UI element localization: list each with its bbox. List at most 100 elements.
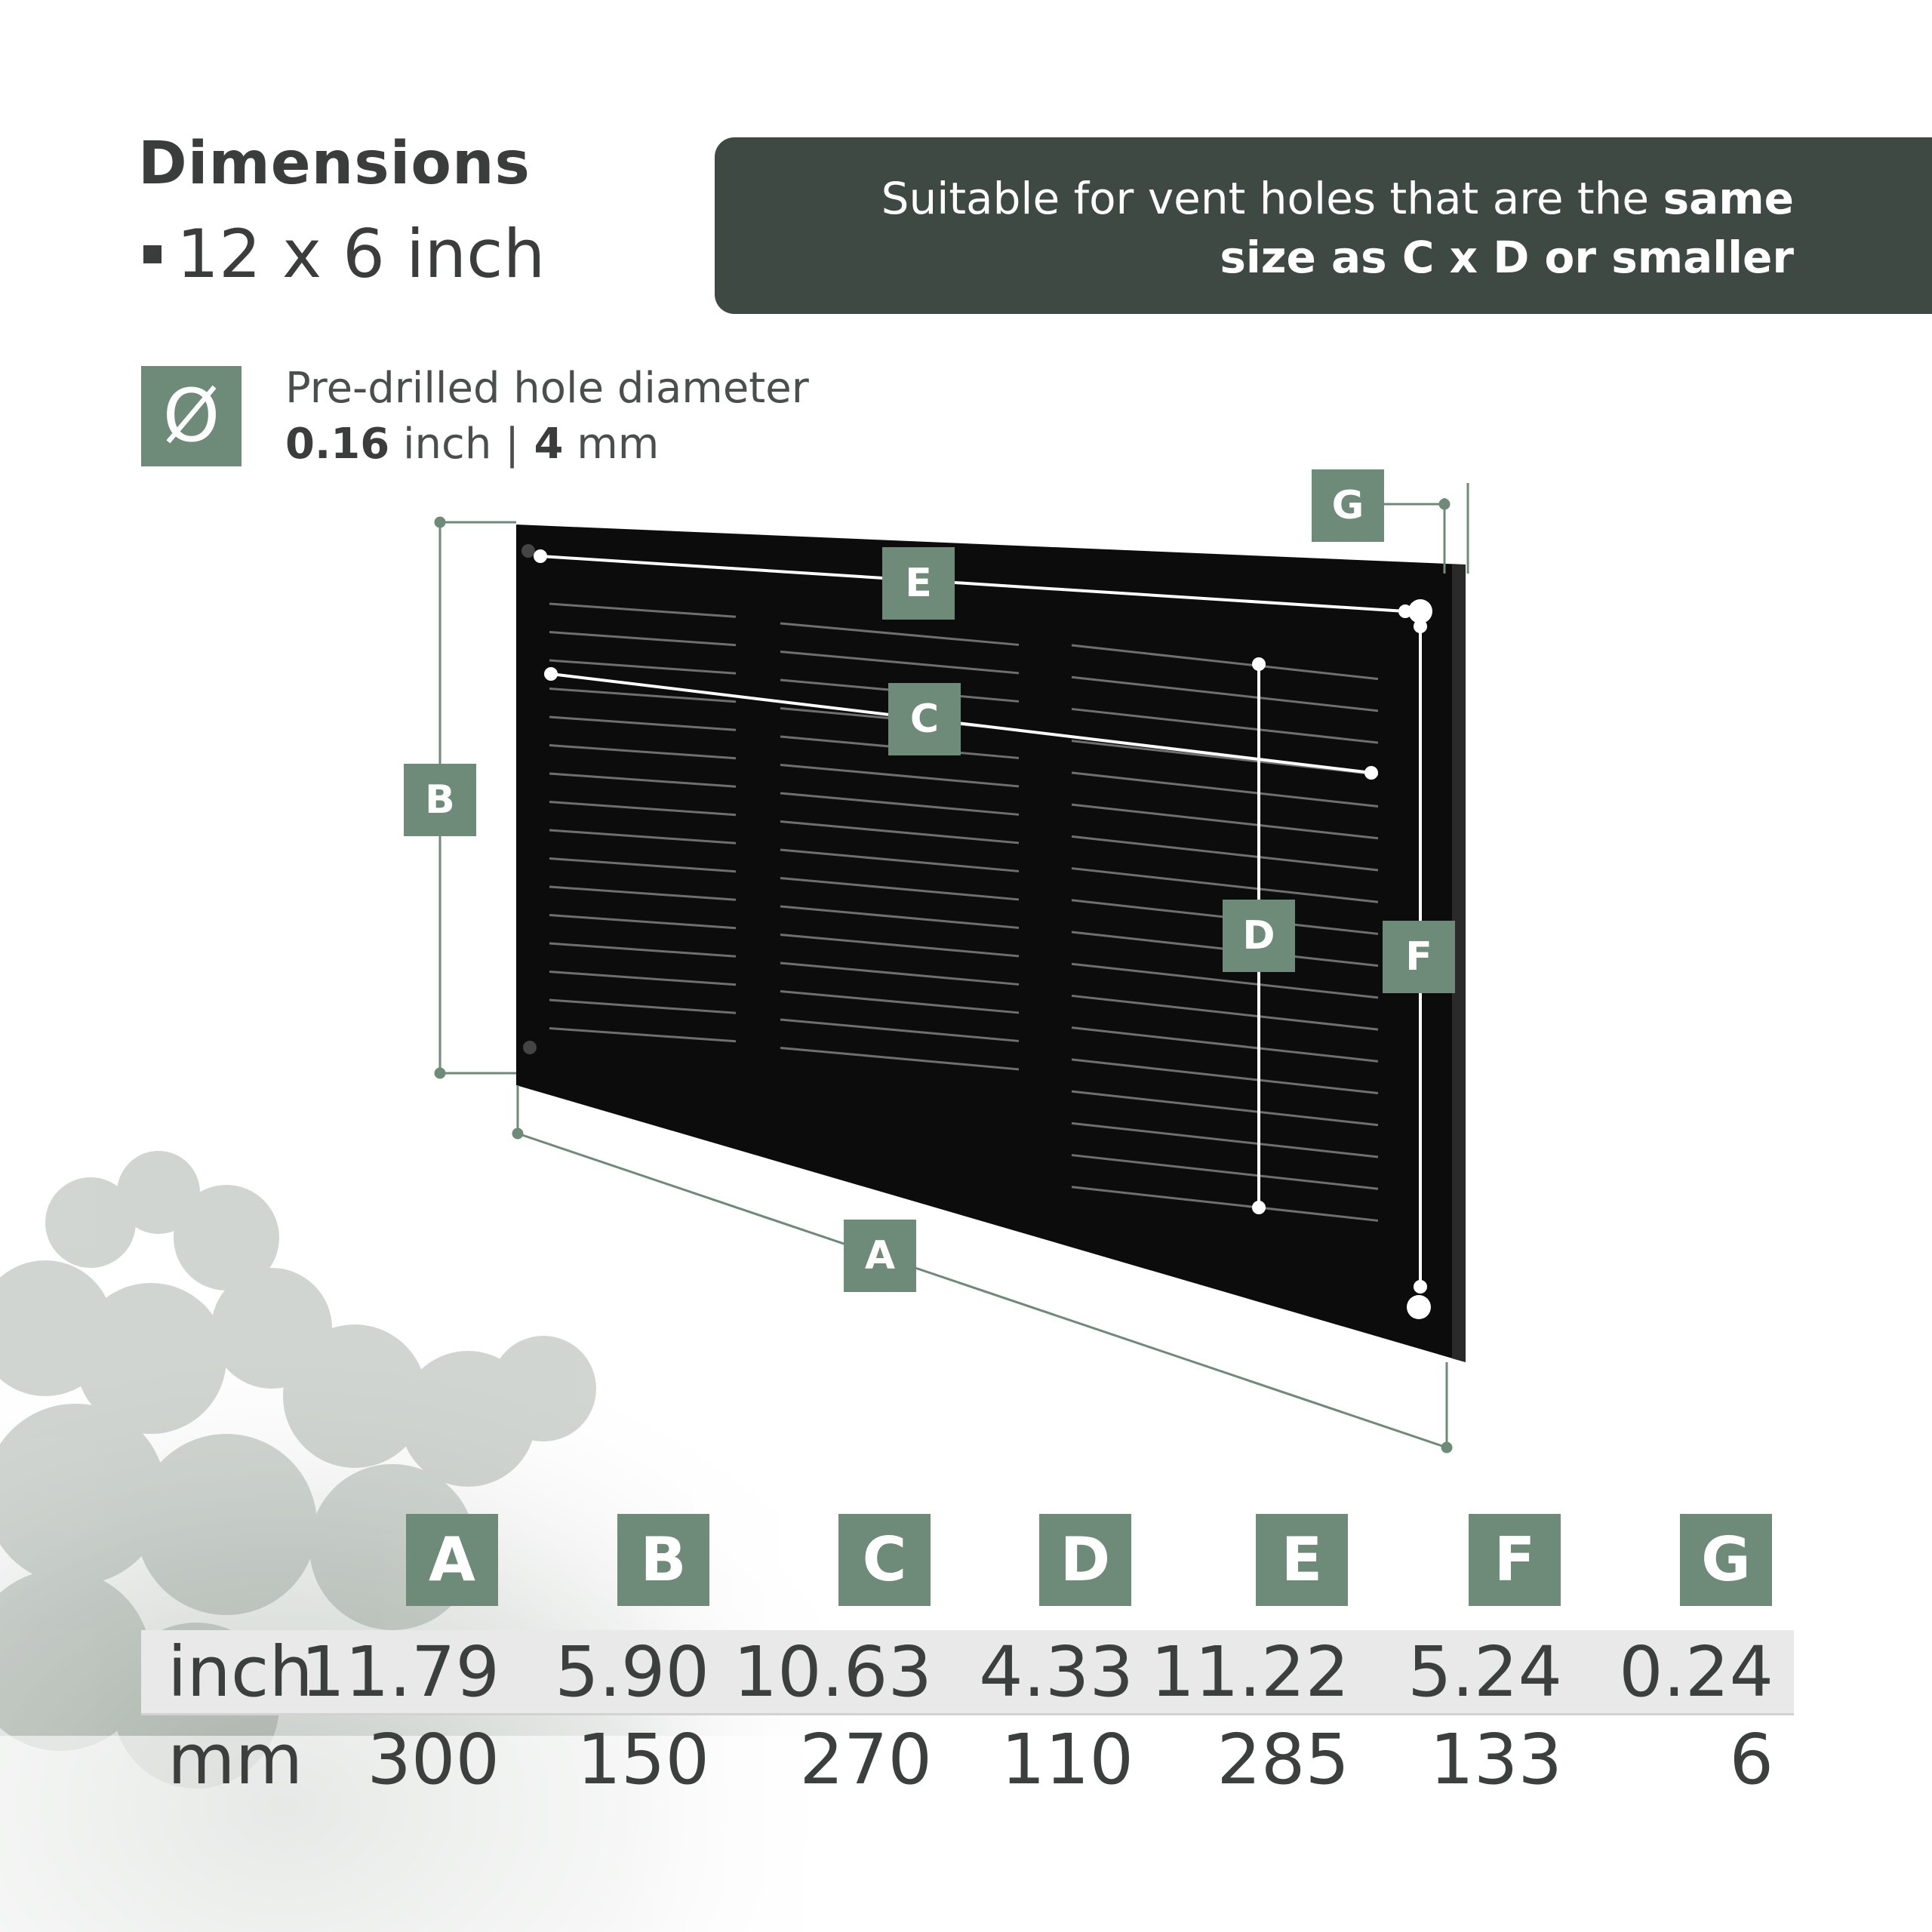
hole-mm-unit: mm [563, 420, 660, 469]
louver-slat [1071, 1121, 1379, 1158]
table-cell: 270 [799, 1719, 932, 1800]
bullet-icon [143, 245, 162, 263]
louver-slat [780, 905, 1020, 929]
dim-dot-d-top [1252, 657, 1266, 671]
dim-dot-b-top [434, 516, 446, 528]
dim-dot-a-left [512, 1128, 524, 1140]
label-f: F [1383, 921, 1455, 993]
louver-slat [780, 877, 1020, 901]
screw-hole-bottom-left [523, 1041, 537, 1054]
dim-dot-c-left [544, 667, 558, 681]
louver-slat [780, 848, 1020, 872]
louver-slat [549, 688, 737, 703]
vent-grille-body [516, 525, 1466, 1362]
louver-slat [549, 942, 737, 958]
louver-slat [1071, 867, 1379, 903]
table-header-a: A [406, 1514, 498, 1606]
page-title: Dimensions [138, 130, 531, 198]
label-b: B [404, 764, 476, 836]
louver-slat [1071, 707, 1379, 744]
louver-slat [549, 744, 737, 760]
table-cell: 5.90 [555, 1632, 709, 1712]
louver-slat [549, 998, 737, 1014]
dim-dot-e-left [534, 549, 547, 563]
dim-dot-b-bottom [434, 1067, 446, 1079]
dim-dot-a-right [1441, 1441, 1453, 1454]
dim-dot-d-bottom [1252, 1201, 1266, 1214]
dim-dot-c-right [1364, 766, 1378, 780]
size-spec: 12 x 6 inch [143, 215, 545, 293]
banner-text-bold: same size as C x D or smaller [1220, 173, 1794, 283]
table-cell: 150 [577, 1719, 709, 1800]
table-cell: 285 [1217, 1719, 1349, 1800]
louver-slat [549, 631, 737, 647]
louver-slat [549, 772, 737, 788]
dim-dot-f-bottom [1414, 1280, 1427, 1294]
louver-slat [780, 792, 1020, 816]
label-e: E [882, 547, 955, 620]
louver-slat [780, 820, 1020, 844]
table-header-b: B [617, 1514, 709, 1606]
louver-slat [1071, 835, 1379, 872]
table-header-c: C [838, 1514, 931, 1606]
label-g: G [1312, 469, 1384, 542]
dim-dot-g [1438, 498, 1451, 510]
louver-slat [1071, 675, 1379, 712]
table-cell: 0.24 [1619, 1632, 1774, 1712]
louver-slat [1071, 644, 1379, 681]
louver-slat [1071, 1154, 1379, 1190]
size-text: 12 x 6 inch [177, 215, 546, 293]
vent-grille-edge [1452, 565, 1466, 1362]
table-header-f: F [1469, 1514, 1561, 1606]
hole-inch-value: 0.16 [285, 420, 390, 469]
louver-slat [549, 971, 737, 986]
table-header-d: D [1039, 1514, 1131, 1606]
dim-line-c [550, 672, 1372, 774]
hole-diameter-info: Pre-drilled hole diameter 0.16 inch | 4 … [285, 361, 809, 472]
louver-slat [1071, 771, 1379, 808]
louver-slat [549, 1027, 737, 1043]
table-cell: 4.33 [979, 1632, 1134, 1712]
table-header-e: E [1256, 1514, 1348, 1606]
louver-slat [780, 1047, 1020, 1071]
table-cell: 133 [1429, 1719, 1562, 1800]
louver-slat [549, 659, 737, 675]
louver-slat [1071, 1186, 1379, 1222]
dim-line-a [517, 1132, 1447, 1449]
louver-slat [549, 857, 737, 873]
label-d: D [1223, 900, 1295, 972]
table-header-g: G [1680, 1514, 1772, 1606]
hole-diameter-label: Pre-drilled hole diameter [285, 364, 809, 413]
banner-text-regular: Suitable for vent holes that are the [881, 173, 1663, 224]
louver-slat [1071, 994, 1379, 1031]
louver-slat [780, 764, 1020, 788]
dim-dot-f-top [1414, 620, 1427, 633]
dim-dot-e-right [1398, 605, 1412, 618]
louver-slat [780, 961, 1020, 986]
diameter-icon: Ø [141, 366, 242, 466]
table-cell: 11.22 [1150, 1632, 1349, 1712]
vent-louvers [549, 602, 1379, 1222]
screw-hole-top-left [521, 544, 535, 558]
louver-slat [780, 990, 1020, 1014]
louver-slat [1071, 1058, 1379, 1095]
louver-slat [549, 801, 737, 817]
louver-slat [780, 651, 1020, 675]
hole-separator: | [505, 420, 519, 469]
table-cell: 11.79 [300, 1632, 500, 1712]
louver-slat [549, 602, 737, 618]
louver-slat [549, 715, 737, 731]
hole-inch-unit: inch [389, 420, 506, 469]
table-cell: 110 [1001, 1719, 1134, 1800]
label-c: C [888, 683, 961, 755]
table-row [141, 1630, 1794, 1715]
louver-slat [780, 622, 1020, 646]
louver-slat [1071, 1090, 1379, 1127]
louver-slat [549, 914, 737, 930]
table-cell: 5.24 [1407, 1632, 1562, 1712]
louver-slat [549, 885, 737, 901]
row-unit-inch: inch [168, 1632, 313, 1712]
louver-slat [1071, 962, 1379, 999]
table-cell: 6 [1729, 1719, 1774, 1800]
screw-hole-top-right [1408, 599, 1432, 623]
